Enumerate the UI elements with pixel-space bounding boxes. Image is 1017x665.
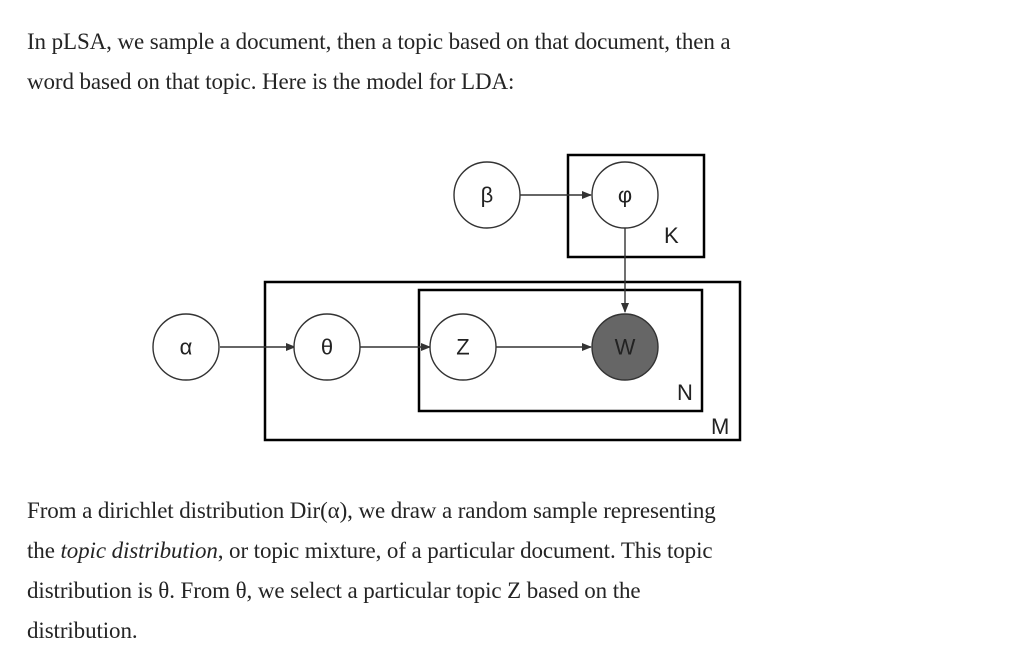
node-phi-label: φ — [618, 183, 632, 208]
plate-m — [263, 280, 742, 442]
lda-plate-diagram: K N M α θ Z W β φ — [150, 150, 750, 445]
node-alpha — [152, 313, 220, 381]
explanation-paragraph: From a dirichlet distribution Dir(α), we… — [27, 491, 887, 651]
node-alpha-label: α — [180, 335, 193, 360]
plate-k — [566, 153, 706, 259]
plate-n-label: N — [677, 380, 693, 405]
explanation-line-2-end: , or topic mixture, of a particular docu… — [217, 538, 713, 563]
plate-m-label: M — [711, 414, 729, 439]
node-theta — [293, 313, 361, 381]
node-w-observed — [591, 313, 659, 381]
explanation-line-3: distribution is θ. From θ, we select a p… — [27, 578, 641, 603]
plate-n — [417, 288, 704, 413]
node-z-label: Z — [456, 335, 469, 360]
explanation-line-1: From a dirichlet distribution Dir(α), we… — [27, 498, 716, 523]
explanation-line-2: the topic distribution, or topic mixture… — [27, 531, 887, 571]
node-z — [429, 313, 497, 381]
node-phi — [591, 161, 659, 229]
node-w-label: W — [615, 335, 636, 360]
intro-paragraph: In pLSA, we sample a document, then a to… — [27, 22, 887, 102]
node-beta-label: β — [481, 183, 494, 208]
node-theta-label: θ — [321, 335, 333, 360]
topic-distribution-term: topic distribution — [60, 538, 218, 563]
intro-line-2: word based on that topic. Here is the mo… — [27, 69, 515, 94]
plate-k-label: K — [664, 223, 679, 248]
node-beta — [453, 161, 521, 229]
intro-line-1: In pLSA, we sample a document, then a to… — [27, 29, 731, 54]
lda-diagram-svg: K N M α θ Z W β φ — [152, 153, 742, 442]
explanation-line-2-start: the — [27, 538, 61, 563]
explanation-line-4: distribution. — [27, 618, 138, 643]
